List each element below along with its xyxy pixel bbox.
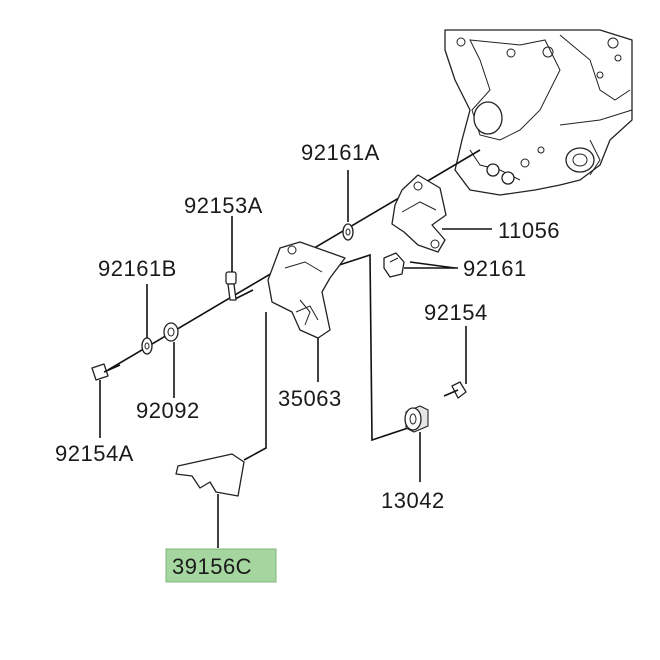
rubber-92161 <box>383 252 405 278</box>
part-number-92161[interactable]: 92161 <box>463 256 527 281</box>
bolt-92154 <box>443 381 467 399</box>
bolt-92154A <box>91 363 121 381</box>
part-number-92153A[interactable]: 92153A <box>184 193 263 218</box>
washer-92161B <box>141 337 153 355</box>
part-number-13042[interactable]: 13042 <box>381 488 445 513</box>
bracket-11056 <box>391 174 447 253</box>
part-number-11056[interactable]: 11056 <box>498 218 560 243</box>
part-number-92161B[interactable]: 92161B <box>98 256 177 281</box>
bracket-35063 <box>267 241 346 339</box>
leader-lines <box>99 170 492 548</box>
bolt-92153A <box>225 271 237 301</box>
part-number-92161A[interactable]: 92161A <box>301 140 380 165</box>
bushing-13042 <box>404 405 429 433</box>
part-number-35063[interactable]: 35063 <box>278 386 342 411</box>
part-number-labels: 92161A 92153A 11056 92161B 92161 92154 9… <box>55 140 560 579</box>
washer-92161A <box>342 223 354 241</box>
highlight-box <box>165 548 277 583</box>
label-39156C <box>175 453 245 497</box>
part-number-92154A[interactable]: 92154A <box>55 441 134 466</box>
part-number-39156C[interactable]: 39156C <box>172 554 252 579</box>
frame-section <box>444 29 633 196</box>
part-number-92092[interactable]: 92092 <box>136 398 200 423</box>
part-number-92154[interactable]: 92154 <box>424 300 488 325</box>
collar-92092 <box>163 322 179 342</box>
